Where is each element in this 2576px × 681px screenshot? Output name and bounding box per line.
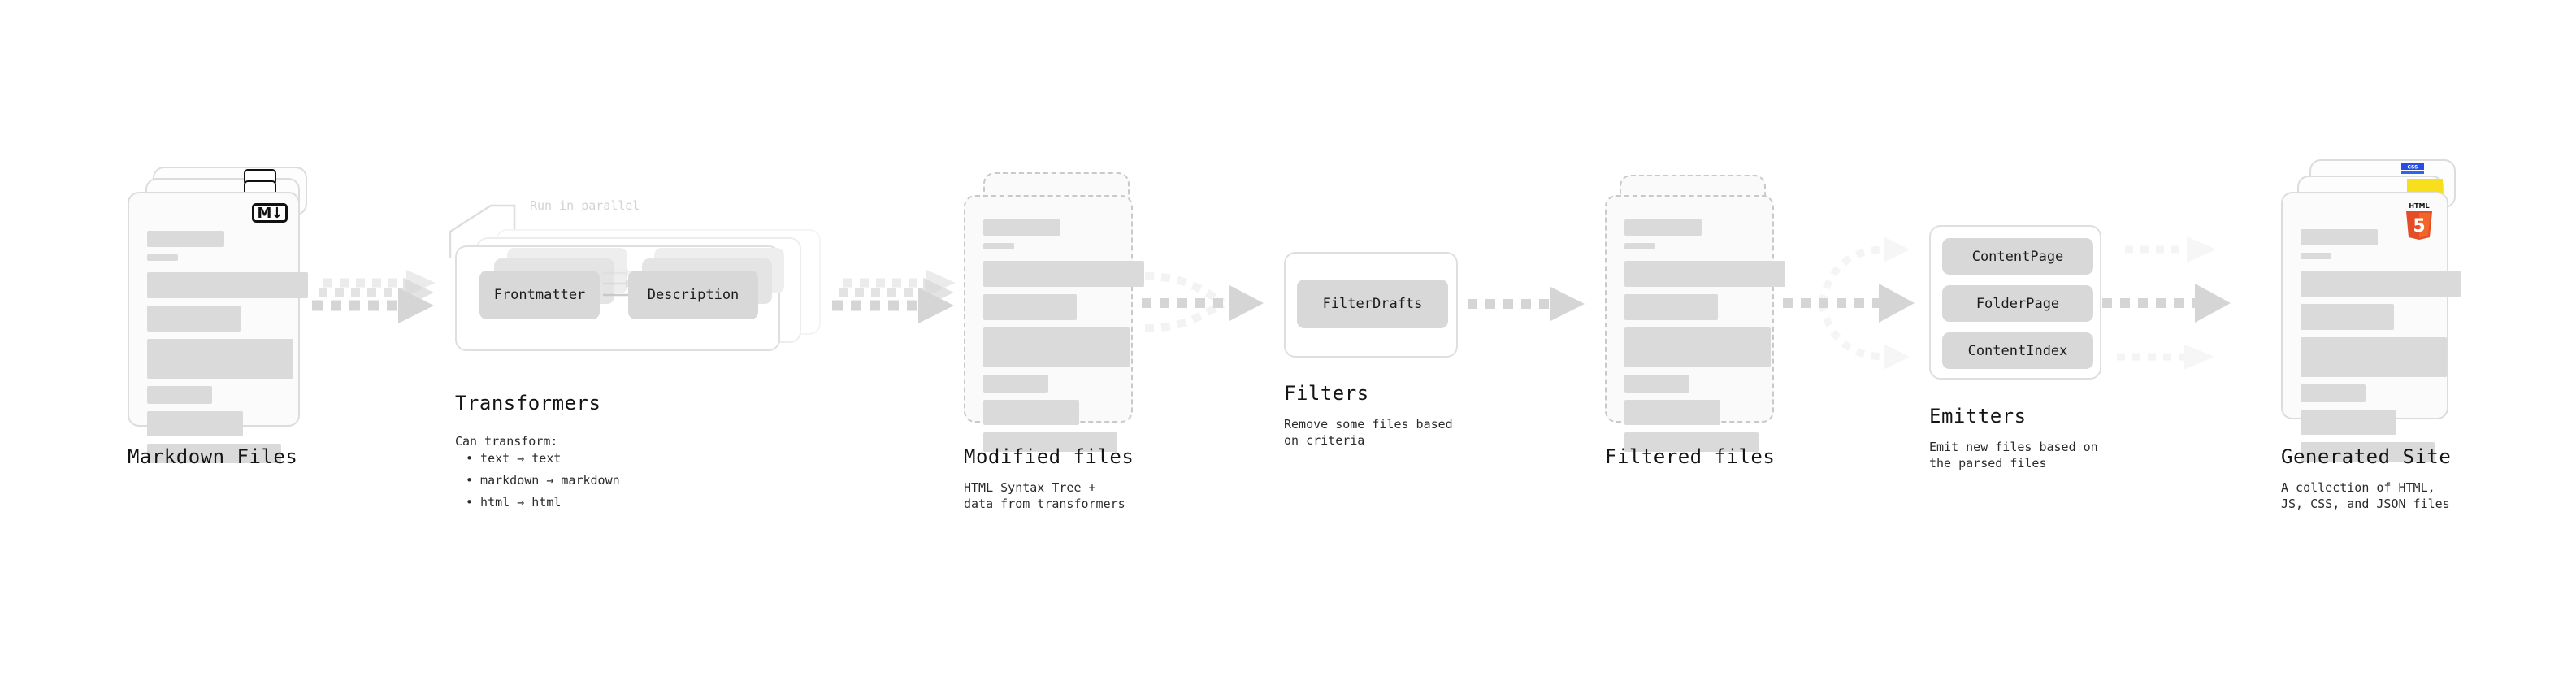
chip-contentpage-label: ContentPage [1971,248,2064,265]
skeleton-bar [983,219,1060,236]
skeleton-bar [1624,400,1720,425]
svg-text:5: 5 [2413,216,2425,236]
chip-contentpage[interactable]: ContentPage [1942,238,2093,275]
skeleton-bar [1624,432,1759,452]
skeleton-bar [1624,294,1718,320]
connector-markdown-to-transformers [307,268,453,358]
chip-description[interactable]: Description [628,271,758,319]
skeleton-bar [983,327,1130,367]
skeleton-bar [2301,304,2394,330]
filtered-card-front [1605,195,1785,452]
skeleton-bar [2301,410,2396,435]
transformers-subtitle-lead: Can transform: [455,434,558,449]
filters-title: Filters [1284,382,1369,405]
svg-text:HTML: HTML [2409,202,2429,210]
generated-site-title: Generated Site [2281,445,2452,468]
skeleton-bar [983,432,1117,452]
site-card-front: HTML 5 [2281,192,2461,462]
modified-files-subtitle: HTML Syntax Tree + data from transformer… [964,480,1125,511]
emitters-title: Emitters [1929,405,2027,427]
stage-emitters: ContentPage FolderPage ContentIndex Emit… [1902,0,2243,681]
connector-transformers-to-modified [827,268,974,358]
arrow-parallel-3-icon [312,270,436,323]
chip-contentindex-label: ContentIndex [1967,342,2068,359]
stage-transformers: Run in parallel Frontmat [423,0,845,681]
chip-contentindex[interactable]: ContentIndex [1942,332,2093,369]
site-skeleton [2301,229,2461,469]
chip-frontmatter-label: Frontmatter [493,287,586,303]
skeleton-bar [2301,337,2447,377]
run-in-parallel-bracket-icon [449,204,516,258]
connector-emitters-to-site [2101,232,2247,374]
filters-box: FilterDrafts [1284,252,1458,358]
stage-filters: FilterDrafts Filters Remove some files b… [1268,0,1593,681]
modified-card-front [964,195,1144,452]
connector-filtered-to-emitters [1780,232,1934,374]
modified-files-title: Modified files [964,445,1134,468]
skeleton-bar [147,306,241,332]
markdown-logo-icon: M↓ [252,203,288,223]
skeleton-bar [2301,384,2366,402]
transformers-bullet-0: • text → text [466,451,562,466]
transformers-title: Transformers [455,392,601,414]
skeleton-bar [983,400,1079,425]
emitters-subtitle: Emit new files based on the parsed files [1929,440,2098,471]
stage-generated-site: CSS HTML 5 Generated Site A collection o… [2227,0,2576,681]
skeleton-bar [2301,271,2461,297]
skeleton-bar [147,231,224,247]
markdown-card-front: M↓ [128,192,308,463]
skeleton-bar [147,386,212,404]
skeleton-bar [147,272,308,298]
skeleton-bar [983,375,1048,393]
skeleton-bar [147,411,243,436]
skeleton-bar [147,444,281,463]
skeleton-bar [2301,229,2378,245]
chip-folderpage-label: FolderPage [1975,295,2060,312]
skeleton-bar [1624,375,1689,393]
skeleton-bar [2301,442,2435,462]
skeleton-bar [1624,261,1785,287]
run-in-parallel-note: Run in parallel [530,198,640,213]
chip-description-label: Description [647,287,739,303]
skeleton-bar [1624,219,1702,236]
chip-folderpage[interactable]: FolderPage [1942,285,2093,322]
modified-skeleton [983,219,1144,459]
skeleton-bar [983,243,1014,249]
css-logo-icon: CSS [2401,163,2424,174]
svg-text:CSS: CSS [2408,165,2418,171]
connector-filters-to-filtered [1463,286,1601,343]
transformers-bullet-1: • markdown → markdown [466,473,620,488]
stage-markdown-files: M↓ Markdown Files [0,0,341,681]
generated-site-subtitle: A collection of HTML, JS, CSS, and JSON … [2281,480,2450,511]
skeleton-bar [2301,253,2331,259]
chip-filterdrafts[interactable]: FilterDrafts [1297,280,1448,328]
arrow-parallel-3-icon [2102,236,2231,370]
stage-modified-files: Modified files HTML Syntax Tree + data f… [943,0,1284,681]
skeleton-bar [1624,243,1655,249]
chip-filterdrafts-label: FilterDrafts [1322,296,1423,312]
skeleton-bar [983,261,1144,287]
filters-subtitle: Remove some files based on criteria [1284,417,1453,448]
skeleton-bar [1624,327,1771,367]
filtered-files-title: Filtered files [1605,445,1776,468]
transformers-bullet-2: • html → html [466,495,562,510]
arrow-merge-icon [1142,272,1264,332]
emitters-box: ContentPage FolderPage ContentIndex [1929,225,2101,380]
stage-filtered-files: Filtered files [1568,0,1910,681]
filtered-skeleton [1624,219,1785,459]
skeleton-bar [147,339,293,379]
connector-modified-to-filters [1134,260,1284,366]
arrow-parallel-3-icon [832,270,956,323]
arrow-fan-out-icon [1783,236,1915,370]
skeleton-bar [147,254,178,261]
html5-logo-icon: HTML 5 [2406,202,2432,240]
skeleton-bar [983,294,1077,320]
markdown-files-title: Markdown Files [128,445,298,468]
chip-frontmatter[interactable]: Frontmatter [479,271,600,319]
markdown-skeleton [147,231,308,471]
arrow-single-icon [1468,287,1585,321]
